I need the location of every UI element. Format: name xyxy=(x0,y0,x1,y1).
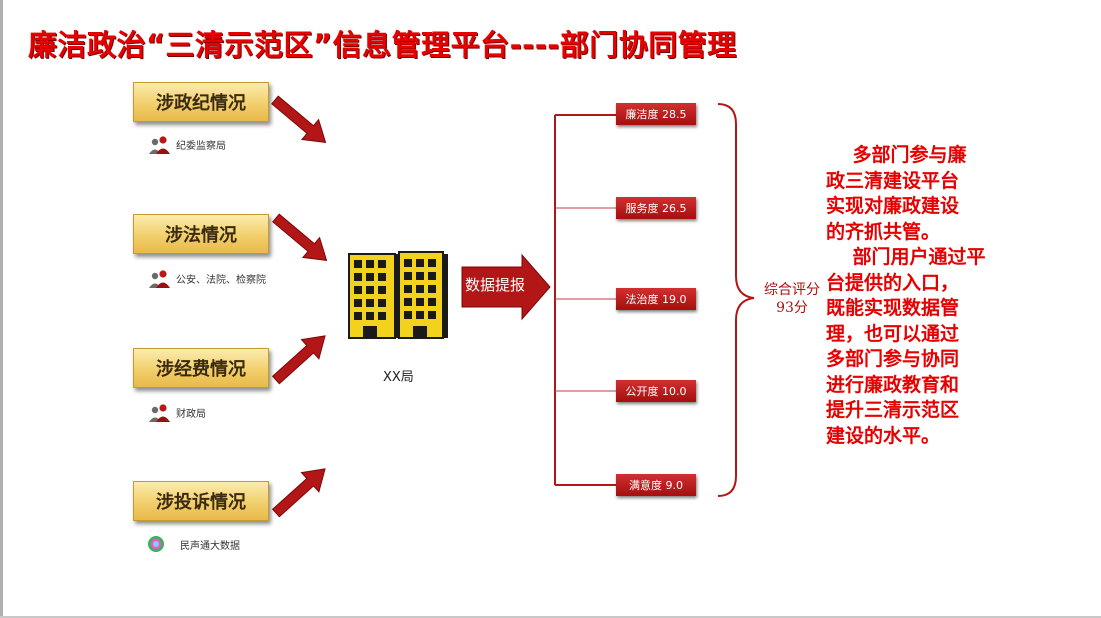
arrow-up-right xyxy=(271,335,326,385)
bottom-border xyxy=(0,616,1101,618)
arrow-up-right xyxy=(271,468,326,518)
dept-item: 纪委监察局 xyxy=(148,133,226,155)
dept-item: 公安、法院、检察院 xyxy=(148,267,266,289)
people-icon xyxy=(149,404,170,422)
dept-item: 财政局 xyxy=(148,401,206,423)
curly-brace xyxy=(717,103,755,497)
arrow-down-right xyxy=(271,95,327,144)
data-submit-arrow[interactable] xyxy=(460,253,552,321)
score-item-lianjie[interactable]: 廉洁度 28.5 xyxy=(616,103,696,125)
category-button-fa[interactable]: 涉法情况 xyxy=(133,214,269,254)
category-button-jingfei[interactable]: 涉经费情况 xyxy=(133,348,269,388)
score-item-manyi[interactable]: 满意度 9.0 xyxy=(616,474,696,496)
dept-label: 财政局 xyxy=(176,408,206,420)
office-buildings-icon xyxy=(348,251,448,339)
arrow-down-right xyxy=(272,213,328,262)
category-button-zhengji[interactable]: 涉政纪情况 xyxy=(133,82,269,122)
page-title: 廉洁政治“三清示范区”信息管理平台----部门协同管理 xyxy=(28,28,737,62)
score-item-fazhi[interactable]: 法治度 19.0 xyxy=(616,288,696,310)
people-icon xyxy=(149,136,170,154)
score-item-fuwu[interactable]: 服务度 26.5 xyxy=(616,197,696,219)
data-submit-label: 数据提报 xyxy=(464,276,525,294)
description-text: 多部门参与廉 政三清建设平台 实现对廉政建设 的齐抓共管。 部门用户通过平 台提… xyxy=(826,144,986,447)
dept-label: 纪委监察局 xyxy=(176,140,226,152)
people-icon xyxy=(149,270,170,288)
center-dept-label: XX局 xyxy=(383,370,414,385)
total-score-label: 综合评分 xyxy=(764,282,820,298)
category-button-tousu[interactable]: 涉投诉情况 xyxy=(133,481,269,521)
left-border xyxy=(0,0,3,618)
circle-logo-icon xyxy=(148,536,164,552)
dept-item: 民声通大数据 xyxy=(146,533,240,555)
total-score: 综合评分 93分 xyxy=(756,281,828,317)
score-item-gongkai[interactable]: 公开度 10.0 xyxy=(616,380,696,402)
dept-label: 民声通大数据 xyxy=(180,540,240,552)
dept-label: 公安、法院、检察院 xyxy=(176,274,266,286)
tree-connector xyxy=(554,114,616,486)
total-score-value: 93分 xyxy=(776,300,808,316)
